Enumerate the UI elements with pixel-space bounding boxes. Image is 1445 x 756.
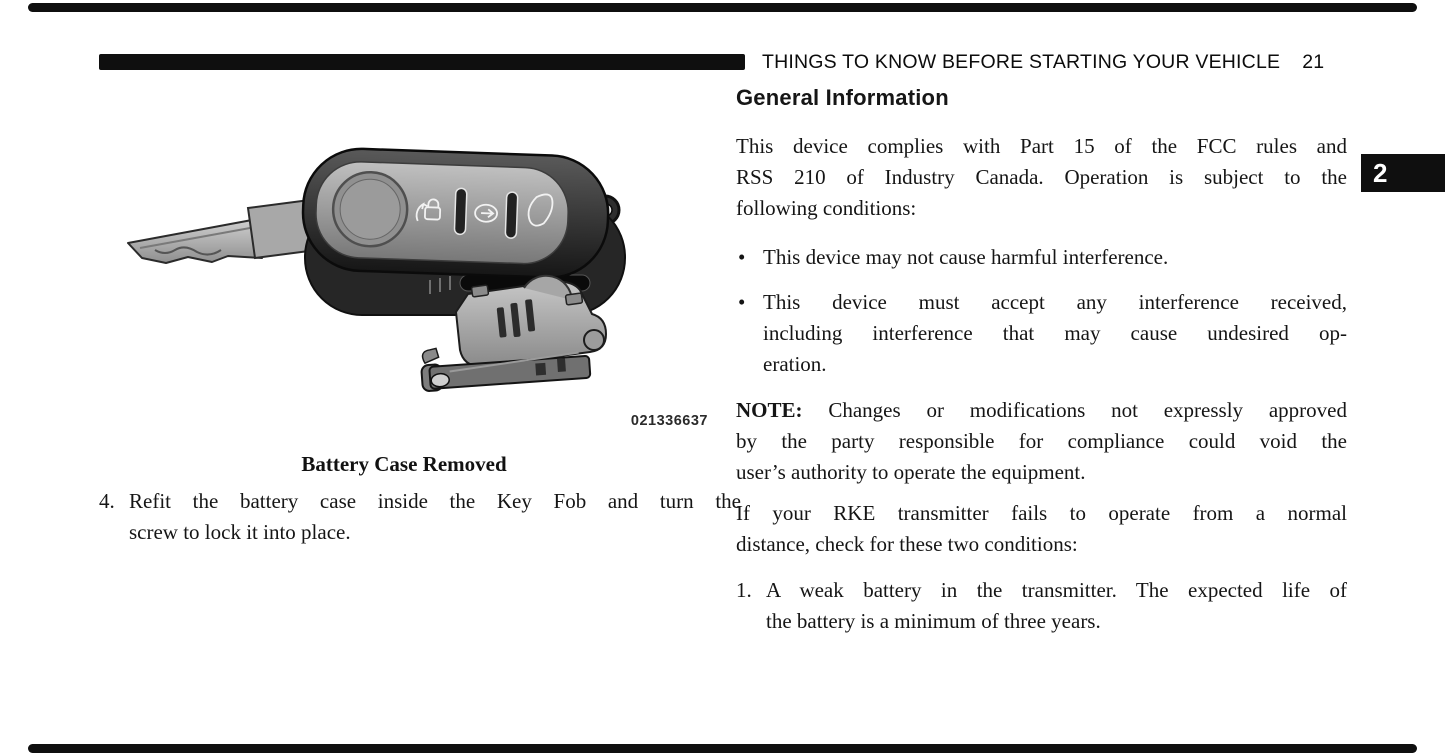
bottom-page-rule [28, 744, 1417, 753]
running-header: THINGS TO KNOW BEFORE STARTING YOUR VEHI… [762, 51, 1324, 74]
battery-case-claws [496, 299, 536, 338]
text-line: If your RKE transmitter fails to operate… [736, 501, 1347, 525]
note-paragraph: NOTE: Changes or modifications not expre… [736, 395, 1347, 488]
text-line: including interference that may cause un… [763, 321, 1347, 345]
header-rule [99, 54, 745, 70]
page-number: 21 [1302, 51, 1325, 73]
fob-body [301, 147, 610, 279]
list-item-1: 1. A weak battery in the transmitter. Th… [736, 575, 1347, 637]
bullet-item: • This device must accept any interferen… [736, 287, 1347, 380]
text-line: RSS 210 of Industry Canada. Operation is… [736, 165, 1347, 189]
chapter-tab: 2 [1361, 154, 1445, 192]
text-line: NOTE: Changes or modifications not expre… [736, 398, 1347, 422]
figure-caption: Battery Case Removed [301, 452, 507, 476]
unlock-button-icon [474, 203, 498, 223]
button-separator [453, 187, 468, 236]
section-title: General Information [736, 85, 949, 110]
bullet-item: • This device may not cause harmful inte… [736, 242, 1347, 273]
liftgate-button-icon [527, 193, 554, 227]
key-blade [127, 196, 334, 264]
note-label: NOTE: [736, 398, 829, 422]
retainer-bracket [420, 347, 592, 392]
chapter-tab-label: 2 [1373, 158, 1388, 188]
transmitter-paragraph: If your RKE transmitter fails to operate… [736, 498, 1347, 560]
step-4: 4. Refit the battery case inside the Key… [99, 486, 741, 548]
text-line: by the party responsible for compliance … [736, 429, 1347, 453]
text-line: Refit the battery case inside the Key Fo… [129, 489, 741, 513]
header-title: THINGS TO KNOW BEFORE STARTING YOUR VEHI… [762, 51, 1281, 73]
lock-button-icon [415, 198, 442, 222]
text-line: user’s authority to operate the equipmen… [736, 460, 1086, 484]
bullet-2-text: This device must accept any interference… [763, 287, 1347, 380]
bullet-glyph: • [738, 245, 746, 269]
list-item-1-number: 1. [736, 578, 752, 602]
battery-case [454, 274, 608, 368]
step-4-number: 4. [99, 489, 115, 513]
text-line: This device complies with Part 15 of the… [736, 134, 1347, 158]
top-page-rule [28, 3, 1417, 12]
text-line: eration. [763, 352, 827, 376]
text-line: distance, check for these two conditions… [736, 532, 1078, 556]
key-fob-figure [127, 147, 626, 392]
bullet-1-text: This device may not cause harmful interf… [763, 242, 1347, 273]
right-column: General Information This device complies… [736, 85, 1347, 637]
step-4-text: Refit the battery case inside the Key Fo… [129, 486, 741, 548]
text-line: screw to lock it into place. [129, 520, 351, 544]
text-line: the battery is a minimum of three years. [766, 609, 1101, 633]
intro-paragraph: This device complies with Part 15 of the… [736, 131, 1347, 224]
text-line: A weak battery in the transmitter. The e… [766, 578, 1347, 602]
text-line: This device may not cause harmful interf… [763, 245, 1169, 269]
text-line: following conditions: [736, 196, 917, 220]
text-line: This device must accept any interference… [763, 290, 1347, 314]
bullet-glyph: • [738, 290, 746, 314]
figure-code: 021336637 [630, 413, 708, 429]
list-item-1-text: A weak battery in the transmitter. The e… [766, 575, 1347, 637]
button-separator [504, 191, 519, 239]
